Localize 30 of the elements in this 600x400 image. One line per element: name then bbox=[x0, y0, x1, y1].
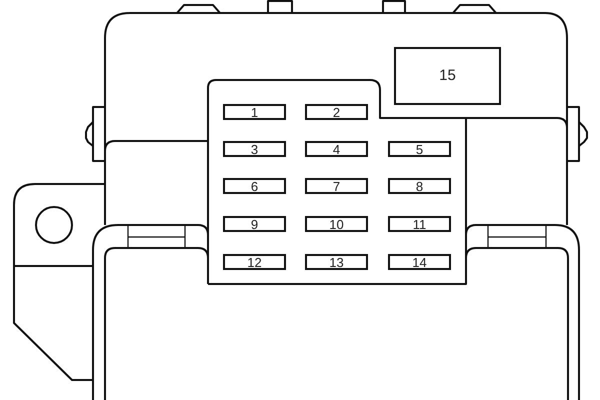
fuse-number: 13 bbox=[329, 256, 344, 268]
fuse-number: 6 bbox=[250, 180, 258, 192]
fuse-number: 5 bbox=[416, 142, 424, 156]
fuse-number: 15 bbox=[439, 68, 456, 84]
fuse bbox=[223, 216, 286, 232]
fuse bbox=[305, 141, 368, 157]
fuse-number: 3 bbox=[250, 142, 258, 156]
fuse-number: 2 bbox=[332, 106, 340, 118]
large-fuse bbox=[394, 47, 501, 105]
fuse-number: 7 bbox=[332, 180, 340, 192]
fuse bbox=[305, 104, 368, 120]
fuse-number: 10 bbox=[329, 218, 344, 230]
fuse-number: 11 bbox=[412, 218, 426, 230]
fuse bbox=[388, 178, 451, 194]
fuse bbox=[223, 178, 286, 194]
fuse-number: 1 bbox=[250, 106, 258, 118]
fuse bbox=[305, 216, 368, 232]
fuse-number: 14 bbox=[412, 256, 427, 268]
fuse-number: 4 bbox=[332, 142, 340, 156]
fuse bbox=[305, 178, 368, 194]
fuse bbox=[388, 254, 451, 270]
fuse bbox=[223, 254, 286, 270]
fuse-number: 12 bbox=[247, 256, 262, 268]
fuse bbox=[223, 141, 286, 157]
fuse bbox=[388, 216, 451, 232]
fuse bbox=[388, 141, 451, 157]
fuse-number: 8 bbox=[416, 180, 424, 192]
fuse bbox=[305, 254, 368, 270]
fuse bbox=[223, 104, 286, 120]
fuse-number: 9 bbox=[250, 218, 258, 230]
